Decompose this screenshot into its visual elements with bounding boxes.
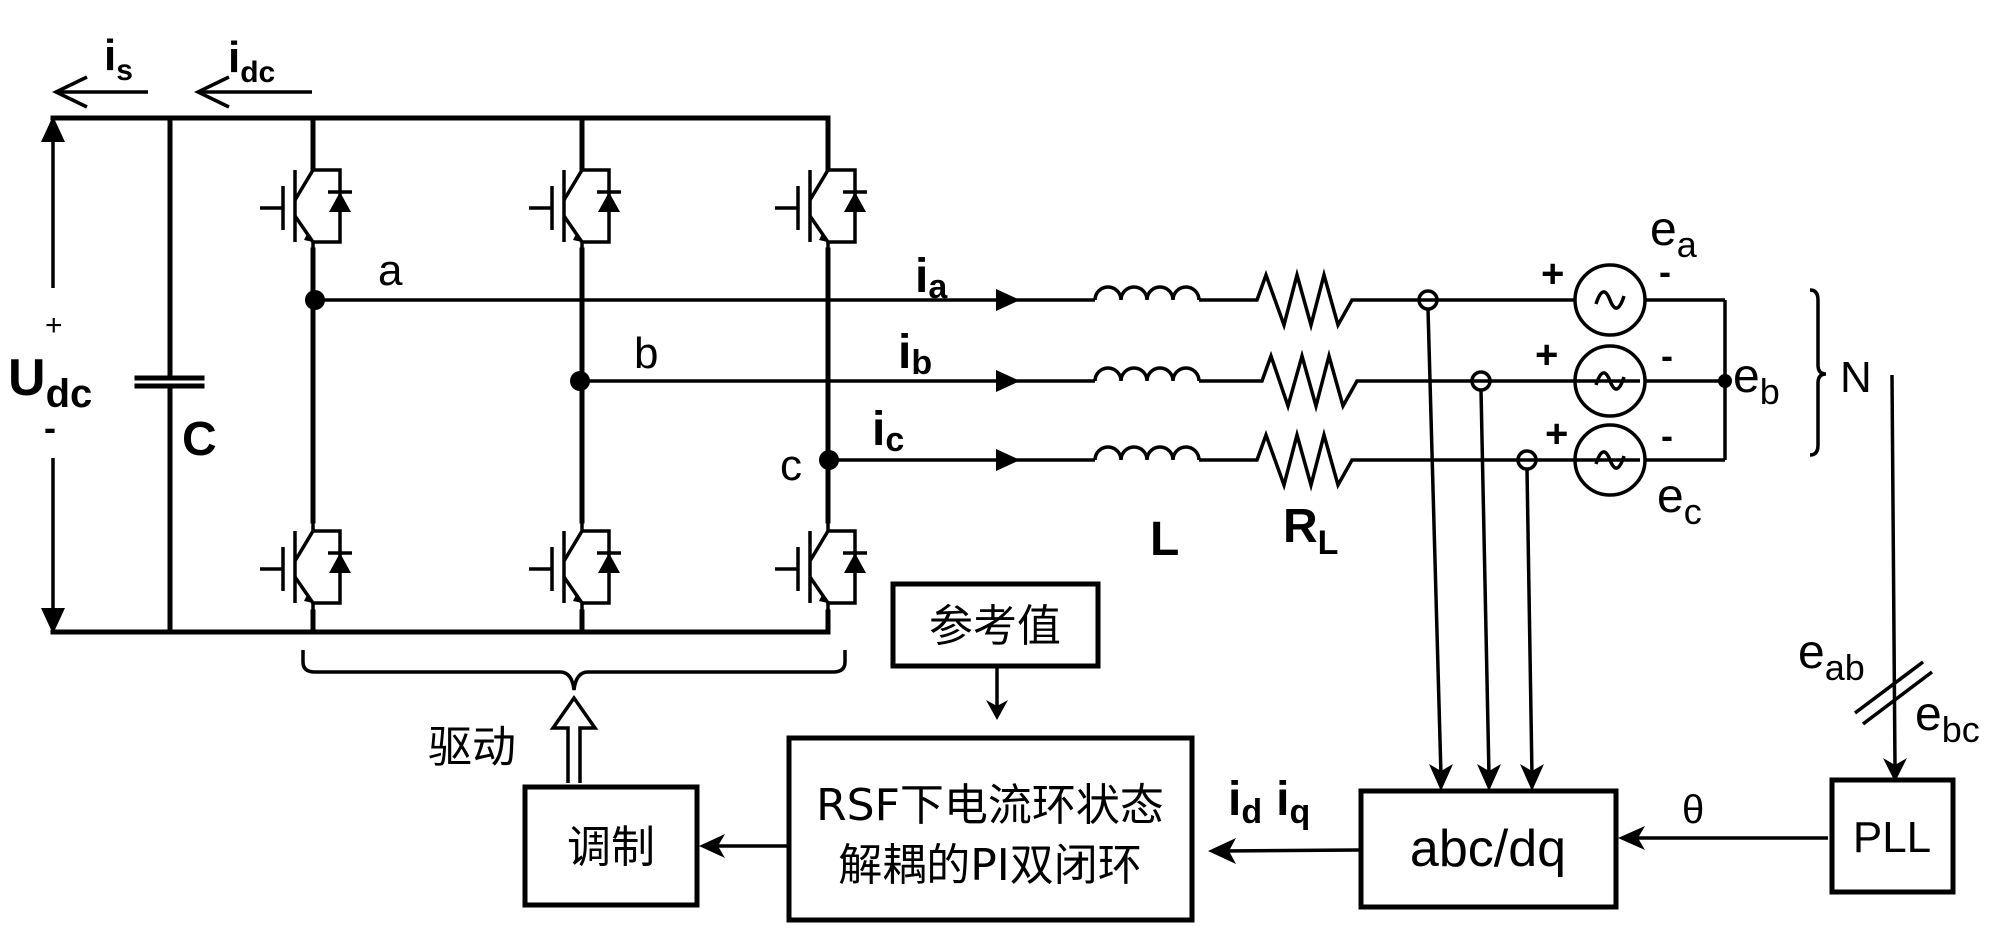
neutral-node [1718,374,1732,388]
node-a-label: a [378,246,403,295]
udc-label: Udc [8,349,92,416]
eb-label: eb [1733,350,1780,412]
node-b-label: b [634,329,658,378]
grid-brace [1809,288,1827,457]
idc-label: idc [228,33,275,89]
udc-plus: + [45,309,63,342]
inductor-a [1093,285,1245,302]
eab-label: eab [1798,626,1865,688]
modulation-label: 调制 [567,822,655,873]
phase-a-line [315,289,1095,311]
ebc-label: ebc [1915,688,1980,750]
eb-plus: + [1535,333,1558,377]
switch-lower-b [529,521,621,613]
capacitor-label: C [182,413,217,466]
ec-label: ec [1657,470,1702,532]
reference-block[interactable] [890,581,1101,669]
leg-a [260,115,352,635]
switch-upper-a [260,160,352,252]
drive-label: 驱动 [428,722,516,773]
ea-plus: + [1541,252,1564,296]
leg-c [775,115,867,635]
switch-upper-c [775,160,867,252]
dq-output-line [1219,848,1360,853]
phase-b-line [580,370,1095,392]
source-a [1573,263,1725,337]
modulation-block[interactable] [522,784,700,908]
drive-arrow [549,694,599,783]
pi-controller-line1: RSF下电流环状态 [816,780,1164,831]
switch-lower-a [260,521,352,613]
ic-label: ic [872,403,904,459]
ib-label: ib [898,326,932,382]
resistor-a [1245,268,1640,332]
ec-plus: + [1545,412,1568,456]
bus-slash-1 [1853,660,1925,715]
bus-slash-2 [1861,670,1934,726]
reference-label: 参考值 [929,601,1061,652]
eb-minus: - [1661,335,1673,376]
phase-c-line [829,449,1095,471]
sense-line-a [1426,308,1443,777]
theta-label: θ [1682,788,1704,832]
source-b [1573,344,1725,418]
ea-minus: - [1659,251,1671,292]
sense-line-c [1525,468,1534,777]
resistor-label: RL [1283,500,1338,562]
inductor-b [1093,366,1250,383]
inductor-c [1093,445,1245,462]
node-c-label: c [780,441,802,490]
resistor-b [1250,349,1640,413]
neutral-label: N [1840,353,1872,402]
pll-label: PLL [1853,813,1931,862]
abc-dq-label: abc/dq [1410,820,1566,878]
inductor-label: L [1150,513,1179,566]
is-label: is [104,31,133,87]
ec-minus: - [1661,415,1673,456]
pll-block[interactable] [1829,777,1956,895]
abc-dq-block[interactable] [1358,788,1619,910]
switch-upper-b [529,160,621,252]
sense-line-b [1479,389,1491,777]
pi-controller-line2: 解耦的PI双闭环 [838,840,1142,891]
udc-minus: - [44,407,56,448]
switch-brace [301,650,847,691]
resistor-c [1245,428,1640,492]
ea-label: ea [1650,203,1698,265]
switch-lower-c [775,521,867,613]
voltage-sense-line [1890,374,1897,769]
source-c [1573,423,1725,497]
ia-label: ia [915,250,948,306]
pi-controller-block[interactable] [786,735,1195,923]
